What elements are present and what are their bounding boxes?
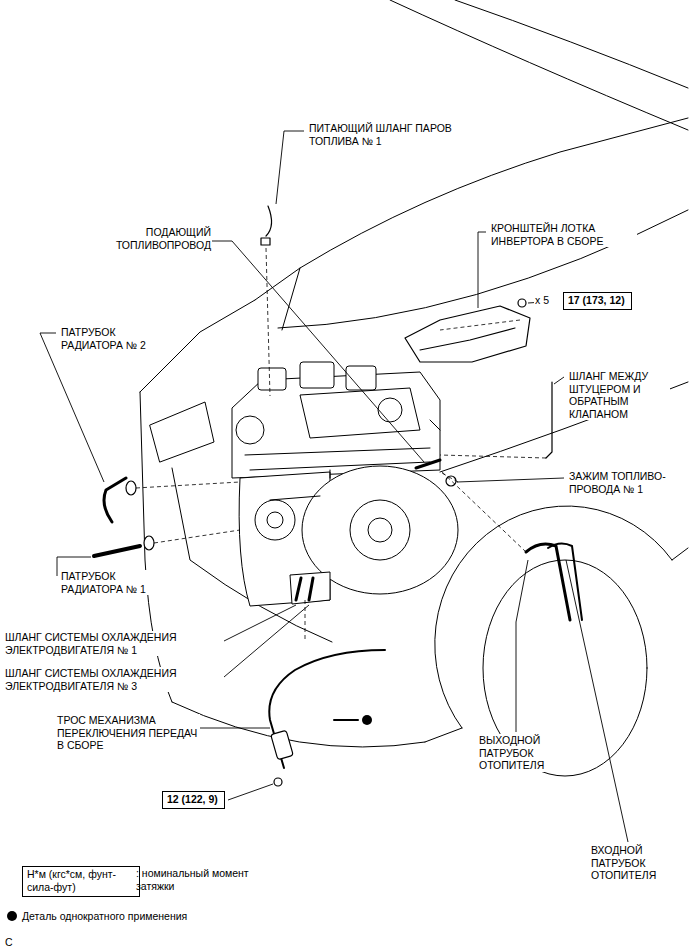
legend-item: : номинальный момент затяжки — [136, 867, 256, 892]
legend-item: Деталь однократного применения — [6, 910, 266, 923]
bumper-corner — [425, 728, 462, 742]
motor-cooling-hoses — [296, 578, 313, 600]
part-label: КРОНШТЕЙН ЛОТКА ИНВЕРТОРА В СБОРЕ — [490, 222, 637, 247]
bolt — [518, 299, 526, 307]
hood-side — [282, 268, 300, 330]
part-label: ПАТРУБОК РАДИАТОРА № 1 — [60, 570, 177, 595]
inverter-bracket — [405, 306, 530, 362]
nut — [274, 778, 282, 786]
legend-dot — [7, 911, 17, 921]
one-time-part-dot — [362, 715, 372, 725]
radiator-hose-2 — [104, 478, 126, 522]
torque-box: 12 (122, 9) — [162, 791, 225, 809]
part-label: ПОДАЮЩИЙ ТОПЛИВОПРОВОД — [88, 226, 212, 251]
part-label: ТРОС МЕХАНИЗМА ПЕРЕКЛЮЧЕНИЯ ПЕРЕДАЧ В СБ… — [56, 714, 200, 752]
headlight — [150, 402, 214, 462]
fender-end — [672, 548, 688, 560]
part-label: ВЫХОДНОЙ ПАТРУБОК ОТОПИТЕЛЯ — [478, 734, 570, 772]
part-label: ПАТРУБОК РАДИАТОРА № 2 — [60, 326, 177, 351]
cable-boot — [271, 730, 294, 759]
roof-line — [455, 0, 688, 88]
torque-box: 17 (173, 12) — [563, 292, 632, 310]
heater-outlet-hose — [526, 544, 570, 620]
shift-cable — [269, 650, 385, 768]
radiator-hose-1 — [94, 546, 140, 556]
torque-value: 17 (173, 12) — [568, 294, 627, 307]
torque-value: 12 (122, 9) — [167, 793, 220, 806]
legend-text: Деталь однократного применения — [22, 910, 187, 922]
hose-clamp — [144, 536, 154, 550]
part-label: C — [4, 936, 20, 949]
legend-unit-box: Н*м (кгс*см, фунт-сила-фут) — [22, 866, 140, 897]
wheel-arch — [435, 506, 672, 728]
part-label: ШЛАНГ СИСТЕМЫ ОХЛАЖДЕНИЯ ЭЛЕКТРОДВИГАТЕЛ… — [4, 631, 224, 656]
vapor-hose — [266, 206, 272, 236]
unit-text: Н*м (кгс*см, фунт-сила-фут) — [27, 868, 135, 893]
part-label: ЗАЖИМ ТОПЛИВО- ПРОВОДА № 1 — [568, 470, 670, 495]
part-label: ПИТАЮЩИЙ ШЛАНГ ПАРОВ ТОПЛИВА № 1 — [308, 122, 480, 147]
part-label: ВХОДНОЙ ПАТРУБОК ОТОПИТЕЛЯ — [590, 844, 684, 882]
part-label: ШЛАНГ МЕЖДУ ШТУЦЕРОМ И ОБРАТНЫМ КЛАПАНОМ — [568, 370, 670, 420]
part-label: x 5 — [534, 294, 560, 307]
pin — [334, 719, 358, 721]
hose-clamp — [126, 481, 136, 495]
bracket-rib — [420, 328, 515, 350]
hose-clamp — [261, 238, 270, 245]
hood-edge — [255, 118, 688, 300]
legend-text: : номинальный момент затяжки — [136, 867, 249, 892]
windshield-line — [390, 0, 688, 130]
engine — [232, 362, 458, 606]
part-label: ШЛАНГ СИСТЕМЫ ОХЛАЖДЕНИЯ ЭЛЕКТРОДВИГАТЕЛ… — [4, 667, 224, 692]
bumper-lower — [172, 702, 425, 747]
fuel-pipe — [416, 460, 440, 468]
check-valve-hose — [546, 382, 552, 458]
legend-dot — [6, 910, 18, 922]
